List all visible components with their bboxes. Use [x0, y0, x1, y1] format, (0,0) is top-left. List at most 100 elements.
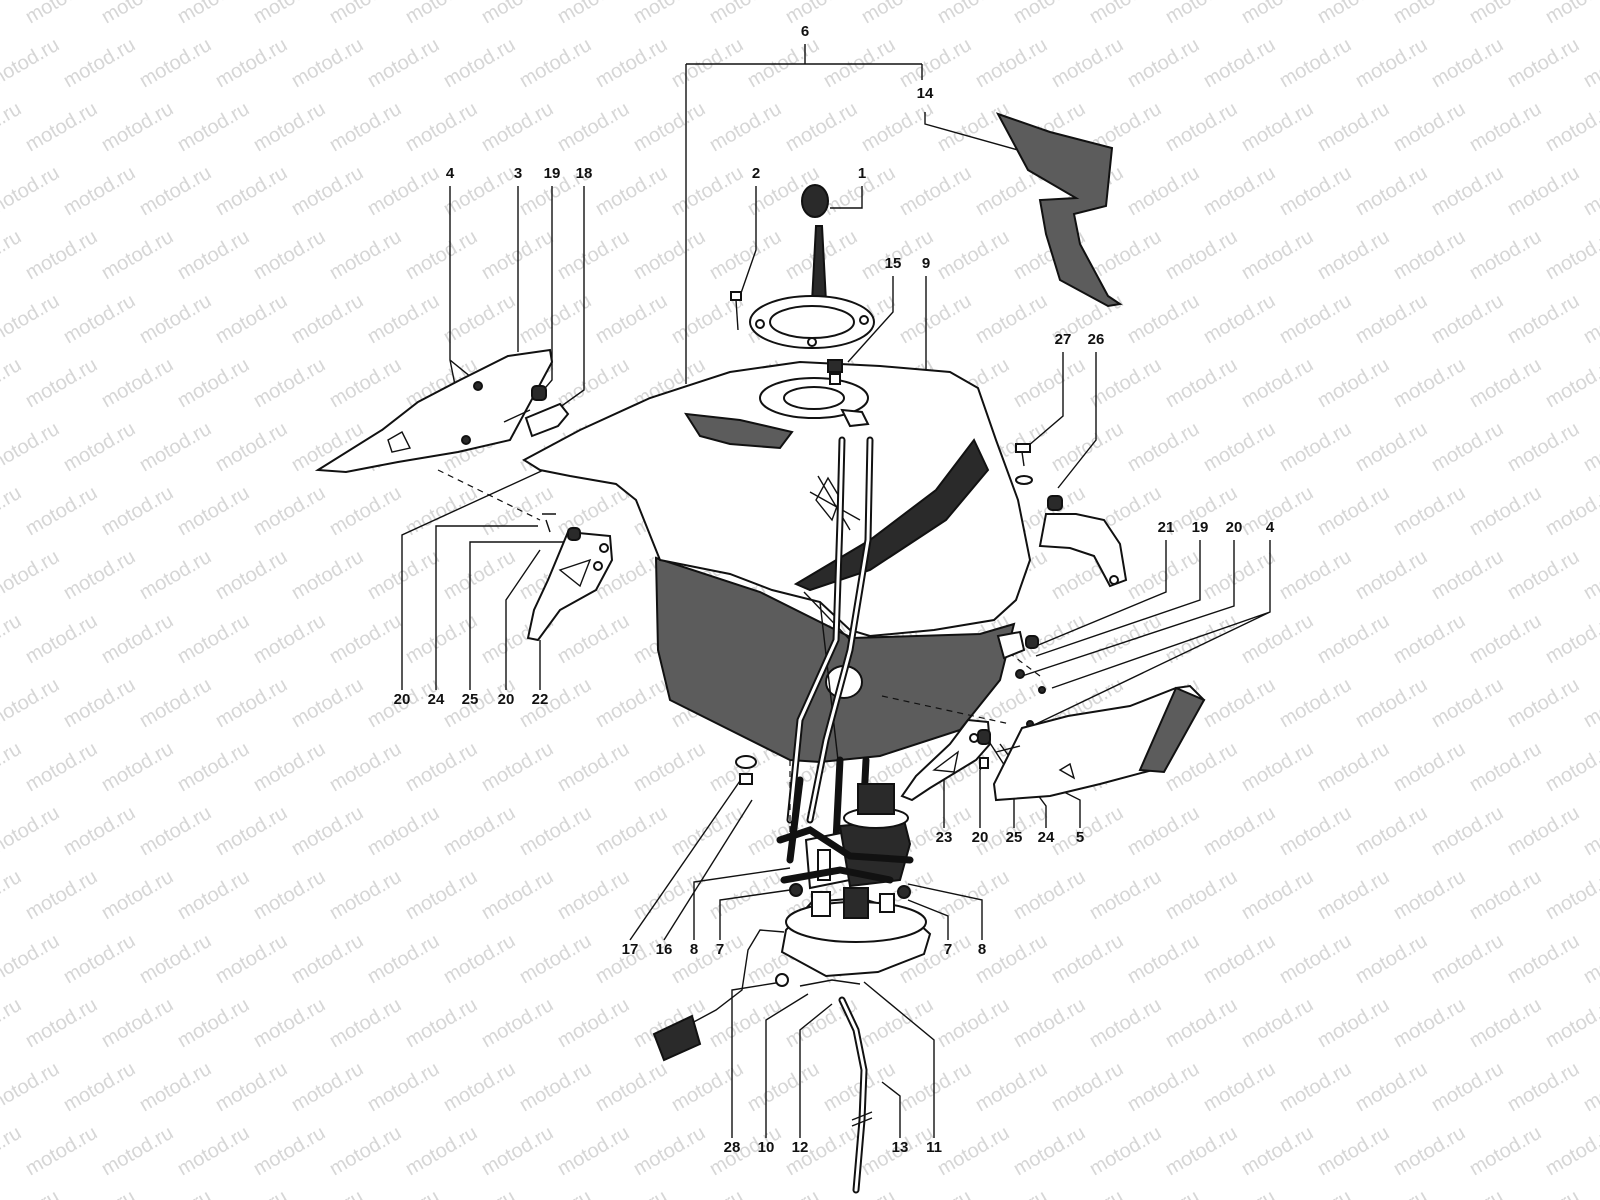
watermark-text: motod.ru — [98, 98, 177, 157]
watermark-text: motod.ru — [60, 1058, 139, 1117]
callout-20: 20 — [394, 691, 411, 708]
watermark-text: motod.ru — [402, 0, 481, 28]
watermark-text: motod.ru — [1580, 674, 1600, 733]
watermark-text: motod.ru — [174, 0, 253, 28]
watermark-text: motod.ru — [478, 482, 557, 541]
watermark-text: motod.ru — [250, 482, 329, 541]
callout-19: 19 — [544, 165, 561, 182]
watermark-text: motod.ru — [516, 290, 595, 349]
watermark-text: motod.ru — [60, 930, 139, 989]
watermark-text: motod.ru — [1086, 0, 1165, 28]
watermark-text: motod.ru — [1238, 994, 1317, 1053]
watermark-text: motod.ru — [1352, 34, 1431, 93]
watermark-text: motod.ru — [934, 994, 1013, 1053]
callout-25: 25 — [1006, 829, 1023, 846]
callout-25: 25 — [462, 691, 479, 708]
watermark-text: motod.ru — [136, 34, 215, 93]
watermark-text: motod.ru — [972, 34, 1051, 93]
watermark-text: motod.ru — [402, 738, 481, 797]
watermark-text: motod.ru — [1124, 1058, 1203, 1117]
watermark-text: motod.ru — [592, 674, 671, 733]
watermark-text: motod.ru — [706, 994, 785, 1053]
watermark-text: motod.ru — [0, 354, 25, 413]
watermark-text: motod.ru — [782, 0, 861, 28]
watermark-text: motod.ru — [0, 802, 63, 861]
watermark-text: motod.ru — [1352, 930, 1431, 989]
watermark-text: motod.ru — [1504, 674, 1583, 733]
callout-20: 20 — [972, 829, 989, 846]
watermark-text: motod.ru — [1124, 930, 1203, 989]
fuel-tank-body — [522, 360, 1032, 764]
watermark-text: motod.ru — [0, 610, 25, 669]
watermark-text: motod.ru — [1542, 98, 1600, 157]
watermark-text: motod.ru — [1504, 1058, 1583, 1117]
watermark-text: motod.ru — [364, 1186, 443, 1200]
callout-26: 26 — [1088, 331, 1105, 348]
watermark-text: motod.ru — [706, 98, 785, 157]
watermark-text: motod.ru — [0, 546, 63, 605]
watermark-text: motod.ru — [668, 162, 747, 221]
watermark-text: motod.ru — [1504, 546, 1583, 605]
watermark-text: motod.ru — [22, 226, 101, 285]
watermark-text: motod.ru — [1466, 98, 1545, 157]
watermark-text: motod.ru — [1238, 354, 1317, 413]
watermark-text: motod.ru — [1428, 1058, 1507, 1117]
watermark-text: motod.ru — [554, 98, 633, 157]
watermark-text: motod.ru — [1162, 994, 1241, 1053]
watermark-text: motod.ru — [402, 226, 481, 285]
watermark-text: motod.ru — [516, 674, 595, 733]
watermark-text: motod.ru — [212, 34, 291, 93]
watermark-text: motod.ru — [1314, 610, 1393, 669]
watermark-text: motod.ru — [1124, 1186, 1203, 1200]
watermark-text: motod.ru — [1352, 802, 1431, 861]
callout-22: 22 — [532, 691, 549, 708]
watermark-text: motod.ru — [896, 1058, 975, 1117]
watermark-text: motod.ru — [212, 930, 291, 989]
callout-16: 16 — [656, 941, 673, 958]
watermark-text: motod.ru — [250, 610, 329, 669]
watermark-text: motod.ru — [1466, 226, 1545, 285]
callout-18: 18 — [576, 165, 593, 182]
watermark-text: motod.ru — [1580, 290, 1600, 349]
watermark-text: motod.ru — [1580, 34, 1600, 93]
watermark-text: motod.ru — [364, 546, 443, 605]
watermark-text: motod.ru — [1542, 610, 1600, 669]
callout-20: 20 — [1226, 519, 1243, 536]
watermark-text: motod.ru — [136, 1058, 215, 1117]
watermark-text: motod.ru — [212, 674, 291, 733]
watermark-text: motod.ru — [896, 1186, 975, 1200]
filler-ring — [749, 295, 875, 349]
watermark-text: motod.ru — [478, 738, 557, 797]
watermark-text: motod.ru — [60, 546, 139, 605]
watermark-text: motod.ru — [1200, 162, 1279, 221]
watermark-text: motod.ru — [630, 738, 709, 797]
watermark-text: motod.ru — [136, 546, 215, 605]
watermark-text: motod.ru — [1352, 546, 1431, 605]
watermark-text: motod.ru — [402, 482, 481, 541]
watermark-text: motod.ru — [174, 866, 253, 925]
filler-cap — [801, 184, 829, 218]
watermark-text: motod.ru — [212, 418, 291, 477]
watermark-text: motod.ru — [478, 1122, 557, 1181]
watermark-text: motod.ru — [440, 930, 519, 989]
watermark-text: motod.ru — [402, 994, 481, 1053]
watermark-text: motod.ru — [1276, 1058, 1355, 1117]
watermark-text: motod.ru — [1390, 866, 1469, 925]
callout-6: 6 — [801, 23, 809, 40]
watermark-text: motod.ru — [668, 930, 747, 989]
watermark-text: motod.ru — [60, 1186, 139, 1200]
watermark-text: motod.ru — [1390, 226, 1469, 285]
left-side-cover — [314, 348, 554, 474]
watermark-text: motod.ru — [1390, 354, 1469, 413]
watermark-text: motod.ru — [1048, 34, 1127, 93]
watermark-text: motod.ru — [896, 290, 975, 349]
watermark-text: motod.ru — [1200, 546, 1279, 605]
watermark-text: motod.ru — [1504, 162, 1583, 221]
callout-10: 10 — [758, 1139, 775, 1156]
watermark-text: motod.ru — [22, 738, 101, 797]
watermark-text: motod.ru — [440, 546, 519, 605]
watermark-text: motod.ru — [516, 930, 595, 989]
watermark-text: motod.ru — [1162, 1122, 1241, 1181]
watermark-text: motod.ru — [1048, 1186, 1127, 1200]
drain-plug — [735, 755, 757, 785]
